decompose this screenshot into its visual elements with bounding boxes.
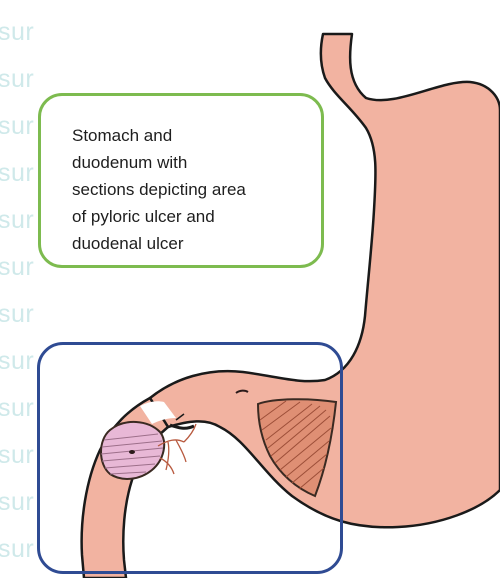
ulcer-region-highlight [37, 342, 343, 574]
caption-text: Stomach and duodenum with sections depic… [72, 122, 312, 257]
caption-box: Stomach and duodenum with sections depic… [38, 93, 324, 268]
